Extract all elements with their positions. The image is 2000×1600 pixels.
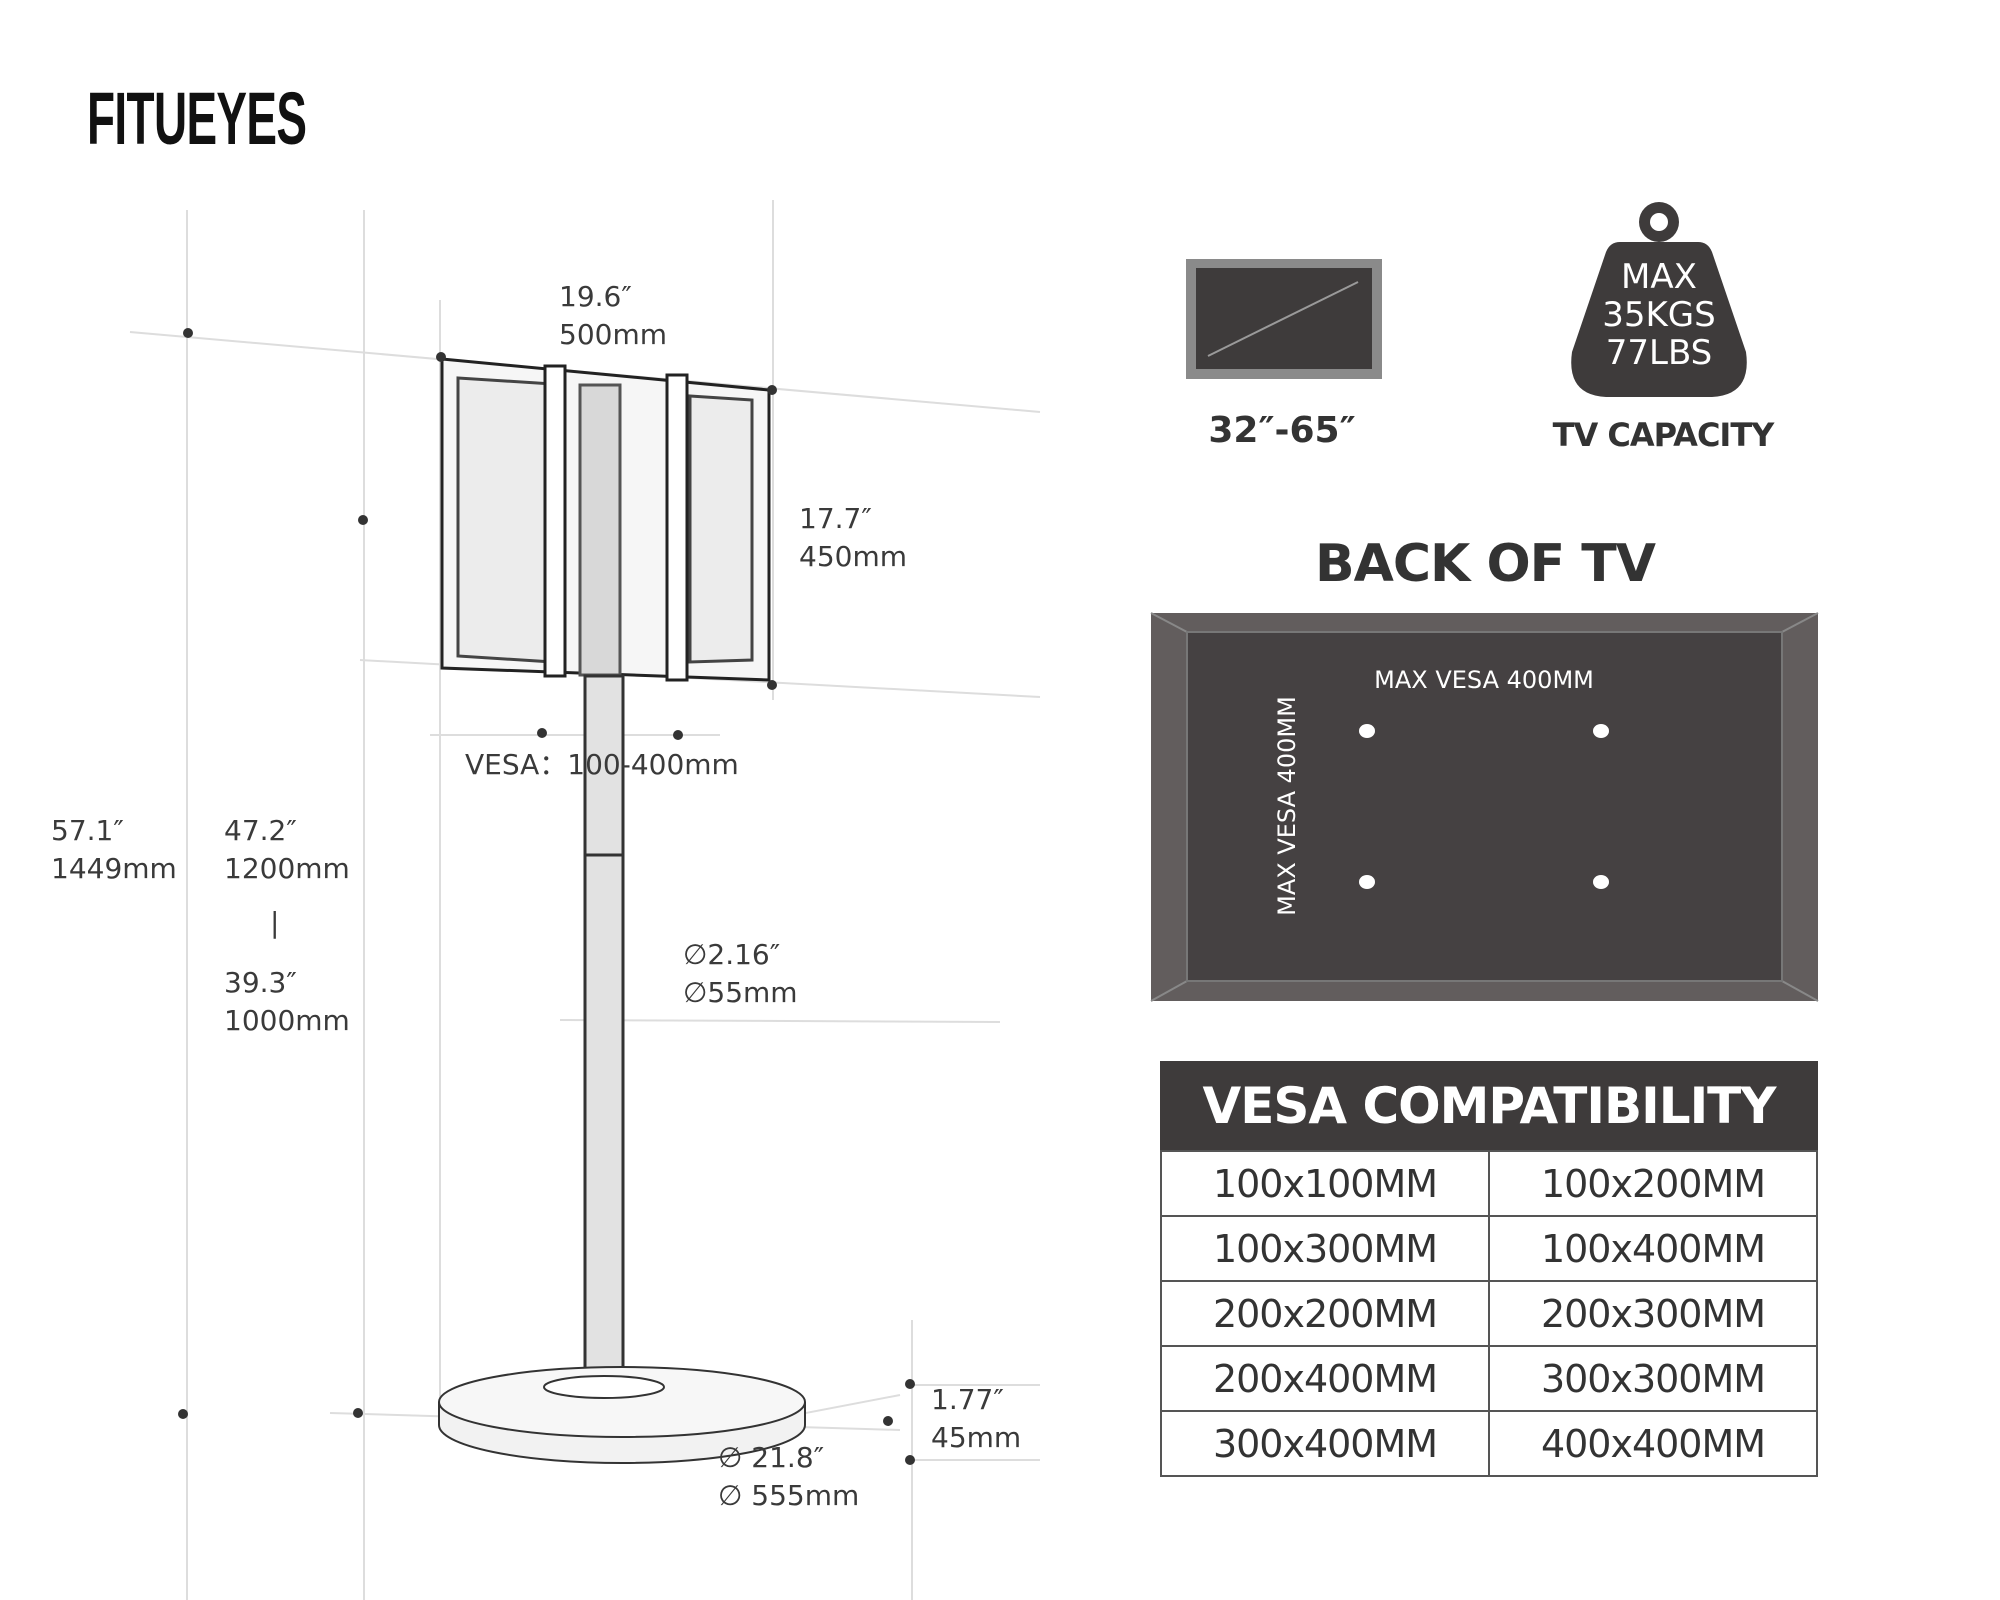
pole-diameter-dimension: ∅2.16″ ∅55mm	[683, 936, 798, 1012]
max-height-in: 47.2″	[224, 814, 297, 847]
max-height-mm: 1200mm	[224, 852, 350, 885]
pole-diameter-mm: ∅55mm	[683, 976, 798, 1009]
width-mm: 500mm	[559, 318, 667, 351]
back-of-tv-title: BACK OF TV	[1315, 534, 1656, 594]
vesa-size-cell: 200x400MM	[1160, 1345, 1490, 1412]
max-height-dimension: 47.2″ 1200mm	[224, 812, 350, 888]
vesa-size-cell: 300x300MM	[1488, 1345, 1818, 1412]
width-in: 19.6″	[559, 280, 632, 313]
height-range-separator: |	[270, 906, 280, 939]
plate-height-in: 17.7″	[799, 502, 872, 535]
total-height-in: 57.1″	[51, 814, 124, 847]
mount-frame	[440, 357, 771, 682]
min-height-mm: 1000mm	[224, 1004, 350, 1037]
vesa-size-cell: 100x200MM	[1488, 1150, 1818, 1217]
pole	[583, 674, 625, 1393]
base-diameter-mm: ∅ 555mm	[718, 1479, 860, 1512]
total-height-dimension: 57.1″ 1449mm	[51, 812, 177, 888]
base-diameter-in: ∅ 21.8″	[718, 1441, 825, 1474]
total-height-mm: 1449mm	[51, 852, 177, 885]
base-diameter-dimension: ∅ 21.8″ ∅ 555mm	[718, 1439, 859, 1515]
pole-diameter-in: ∅2.16″	[683, 938, 781, 971]
width-dimension: 19.6″ 500mm	[559, 278, 667, 354]
vesa-size-cell: 200x200MM	[1160, 1280, 1490, 1347]
weight-capacity-text: MAX 35KGS 77LBS	[1567, 258, 1751, 372]
base-thickness-dimension: 1.77″ 45mm	[931, 1381, 1021, 1457]
vesa-vertical-label: MAX VESA 400MM	[1273, 696, 1301, 916]
base-thickness-mm: 45mm	[931, 1421, 1022, 1454]
vesa-size-cell: 100x400MM	[1488, 1215, 1818, 1282]
brand-logo: FITUEYES	[87, 77, 307, 160]
base	[438, 1366, 806, 1464]
tv-capacity-caption: TV CAPACITY	[1552, 416, 1775, 454]
plate-height-mm: 450mm	[799, 540, 907, 573]
vesa-horizontal-label: MAX VESA 400MM	[1374, 666, 1594, 694]
vesa-size-cell: 300x400MM	[1160, 1410, 1490, 1477]
vesa-range-dimension: VESA：100-400mm	[465, 748, 739, 781]
base-thickness-in: 1.77″	[931, 1383, 1004, 1416]
min-height-in: 39.3″	[224, 966, 297, 999]
weight-max: MAX	[1621, 257, 1697, 297]
vesa-size-cell: 100x300MM	[1160, 1215, 1490, 1282]
weight-lbs: 77LBS	[1605, 333, 1713, 373]
min-height-dimension: 39.3″ 1000mm	[224, 964, 350, 1040]
vesa-size-cell: 200x300MM	[1488, 1280, 1818, 1347]
weight-kgs: 35KGS	[1602, 295, 1716, 335]
plate-height-dimension: 17.7″ 450mm	[799, 500, 907, 576]
vesa-size-cell: 400x400MM	[1488, 1410, 1818, 1477]
vesa-table-title: VESA COMPATIBILITY	[1160, 1061, 1818, 1150]
vesa-size-cell: 100x100MM	[1160, 1150, 1490, 1217]
screen-size-label: 32″-65″	[1208, 410, 1356, 451]
